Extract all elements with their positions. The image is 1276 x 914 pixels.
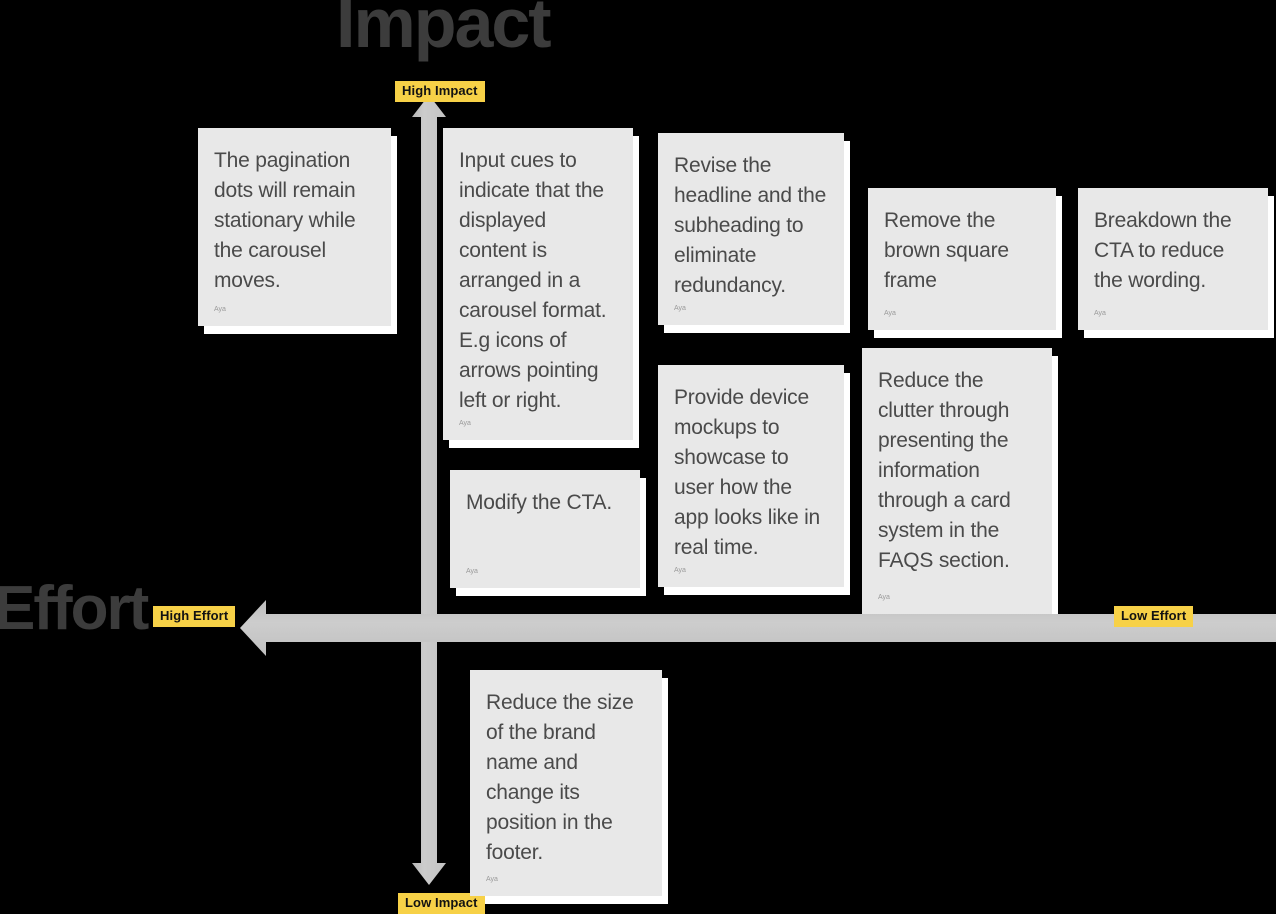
sticky-note[interactable]: Revise the headline and the subheading t… [658,133,850,333]
effort-axis-arrow[interactable] [240,600,1276,656]
impact-axis-title: Impact [336,0,552,62]
sticky-note-text: The pagination dots will remain stationa… [214,149,362,292]
effort-axis-title: Effort [0,574,149,643]
sticky-note-author: Aya [214,306,226,313]
sticky-note-text: Reduce the size of the brand name and ch… [486,691,640,864]
sticky-note-author: Aya [466,568,478,575]
sticky-note-author: Aya [674,305,686,312]
badge-high-impact[interactable]: High Impact [395,81,485,102]
sticky-note-text: Reduce the clutter through presenting th… [878,369,1017,572]
sticky-note-text: Remove the brown square frame [884,209,1015,292]
sticky-note[interactable]: Provide device mockups to showcase to us… [658,365,850,595]
sticky-note[interactable]: Input cues to indicate that the displaye… [443,128,639,448]
sticky-note[interactable]: Remove the brown square frame Aya [868,188,1062,338]
sticky-note-author: Aya [486,876,498,883]
sticky-note[interactable]: The pagination dots will remain stationa… [198,128,397,334]
badge-low-effort[interactable]: Low Effort [1114,606,1194,627]
sticky-note-author: Aya [459,420,471,427]
sticky-note-author: Aya [884,310,896,317]
sticky-note-text: Input cues to indicate that the displaye… [459,149,612,412]
sticky-note[interactable]: Reduce the size of the brand name and ch… [470,670,668,904]
sticky-note-text: Revise the headline and the subheading t… [674,154,832,297]
badge-high-effort[interactable]: High Effort [153,606,236,627]
sticky-note-author: Aya [1094,310,1106,317]
sticky-note[interactable]: Reduce the clutter through presenting th… [862,348,1058,622]
sticky-note-text: Provide device mockups to showcase to us… [674,386,826,559]
sticky-note-author: Aya [878,594,890,601]
sticky-note-author: Aya [674,567,686,574]
sticky-note-text: Modify the CTA. [466,491,612,514]
sticky-note-text: Breakdown the CTA to reduce the wording. [1094,209,1238,292]
sticky-note[interactable]: Modify the CTA. Aya [450,470,646,596]
impact-axis-arrow[interactable] [412,95,446,885]
sticky-note[interactable]: Breakdown the CTA to reduce the wording.… [1078,188,1274,338]
badge-low-impact[interactable]: Low Impact [398,893,485,914]
